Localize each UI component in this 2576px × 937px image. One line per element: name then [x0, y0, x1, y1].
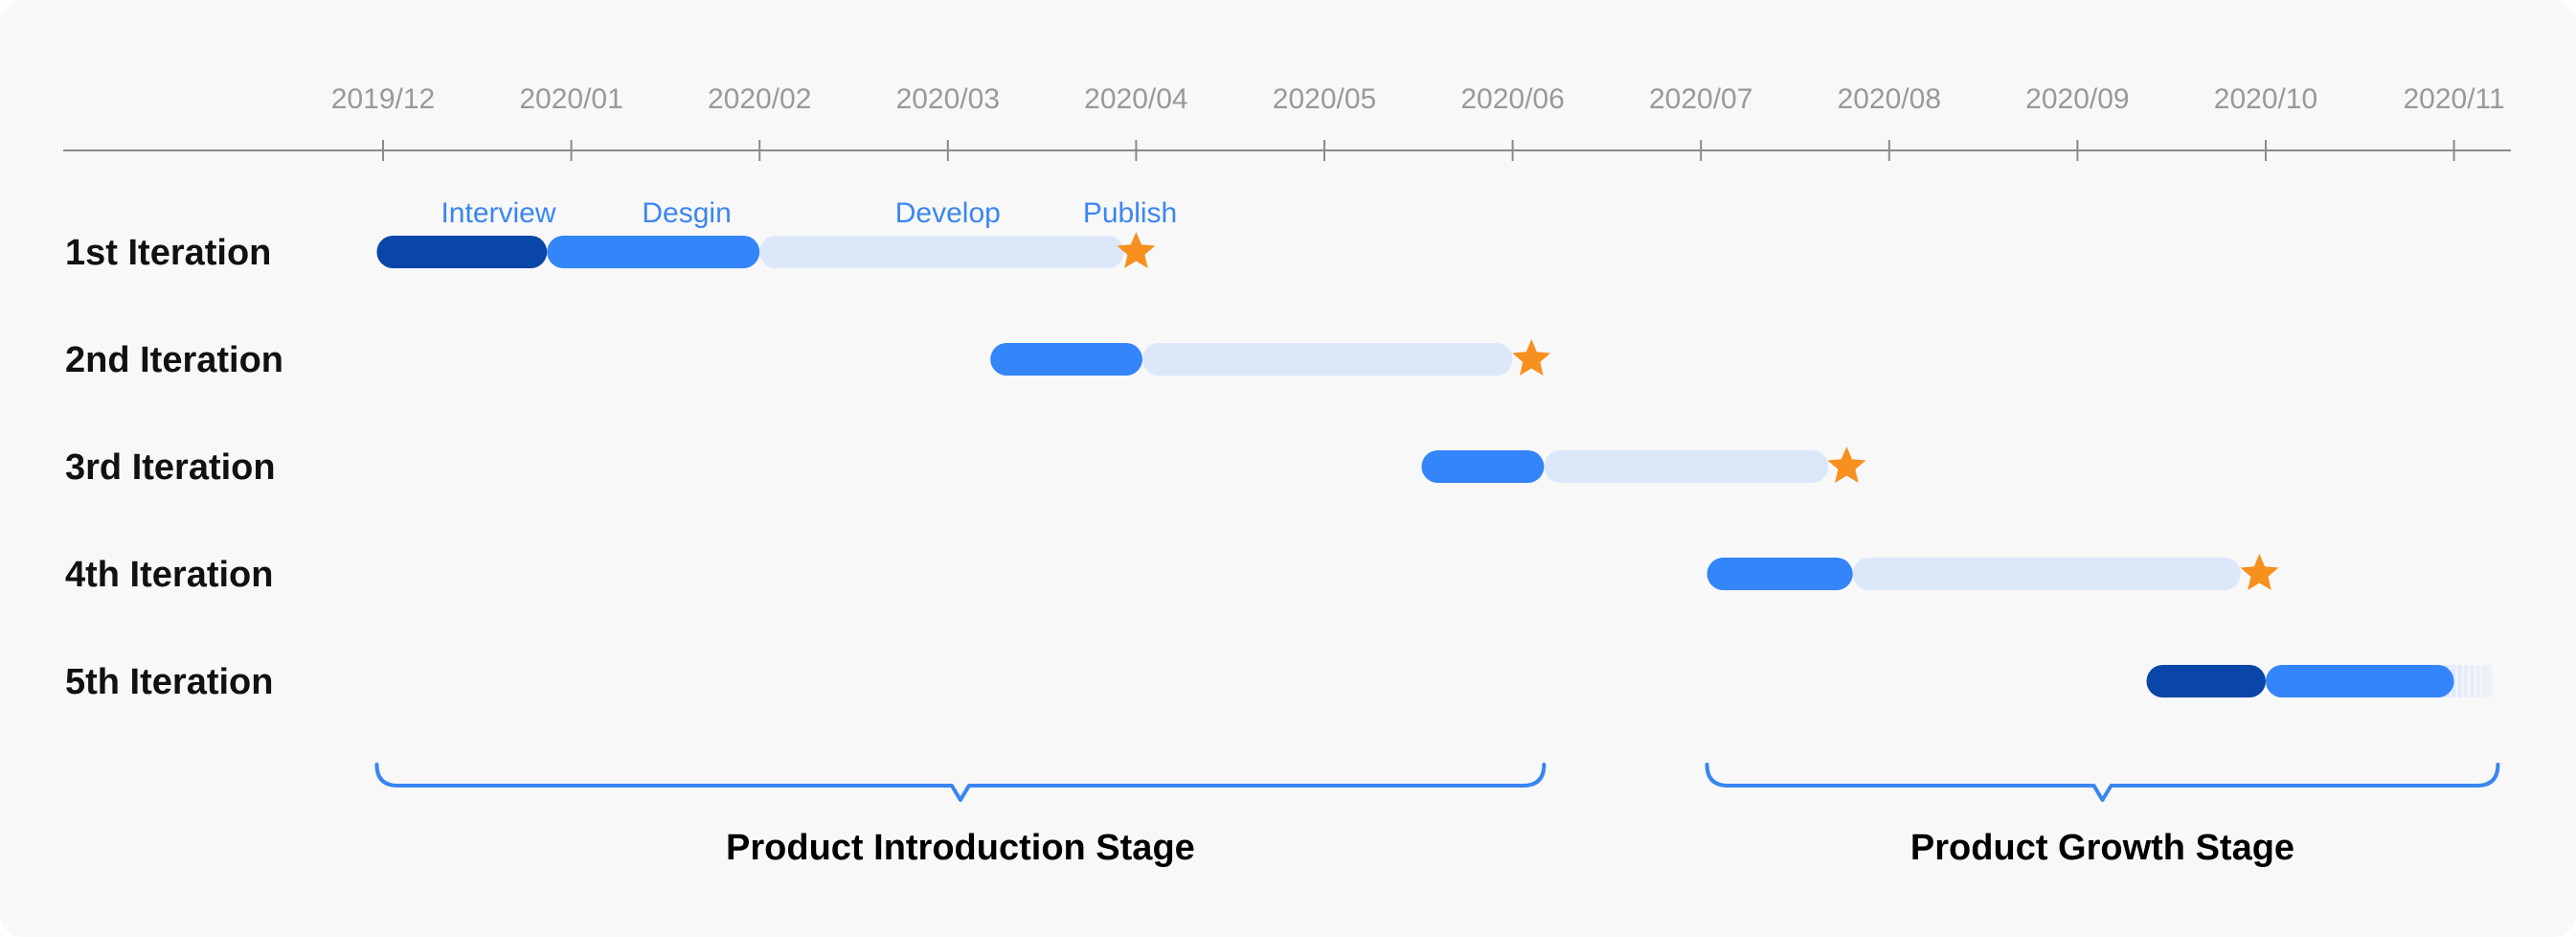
- iteration-row: 2nd Iteration: [65, 339, 1551, 380]
- iteration-row: 5th Iteration: [65, 662, 2492, 702]
- publish-star-icon: [1512, 339, 1551, 376]
- stage-brace: [1705, 763, 2500, 802]
- axis-tick-label: 2020/02: [708, 83, 811, 115]
- axis-tick-label: 2020/05: [1273, 83, 1376, 115]
- axis-tick-label: 2019/12: [331, 83, 435, 115]
- stage-label: Product Introduction Stage: [726, 828, 1195, 868]
- axis-tick-label: 2020/03: [896, 83, 1000, 115]
- iteration-label: 3rd Iteration: [65, 447, 276, 488]
- iteration-label: 2nd Iteration: [65, 340, 283, 380]
- bar-design: [1706, 558, 1853, 590]
- axis-tick-label: 2020/08: [1838, 83, 1941, 115]
- bar-interview: [2146, 665, 2266, 697]
- iteration-label: 5th Iteration: [65, 662, 273, 702]
- phase-label-interview: Interview: [441, 197, 555, 229]
- axis-tick-label: 2020/10: [2214, 83, 2317, 115]
- axis-tick-label: 2020/09: [2025, 83, 2129, 115]
- iteration-row: 1st Iteration: [65, 232, 1156, 273]
- phase-label-develop: Develop: [895, 197, 1001, 229]
- publish-star-icon: [1827, 446, 1866, 483]
- axis-tick-label: 2020/06: [1460, 83, 1564, 115]
- iteration-row: 3rd Iteration: [65, 446, 1866, 488]
- iteration-label: 4th Iteration: [65, 555, 273, 595]
- bar-develop: [1852, 558, 2241, 590]
- stage-label: Product Growth Stage: [1910, 828, 2294, 868]
- axis-tick-label: 2020/04: [1084, 83, 1187, 115]
- axis-tick-label: 2020/07: [1649, 83, 1752, 115]
- axis-tick-label: 2020/01: [519, 83, 622, 115]
- phase-label-publish: Publish: [1083, 197, 1177, 229]
- bar-interview: [376, 236, 548, 268]
- stage-brace: [374, 763, 1547, 802]
- bar-develop: [759, 236, 1124, 268]
- stage-bracket: Product Growth Stage: [1705, 763, 2500, 868]
- publish-star-icon: [2240, 554, 2279, 590]
- iteration-rows: 1st Iteration 2nd Iteration 3rd Iteration 4…: [65, 232, 2492, 702]
- time-axis: 2019/12 2020/01 2020/02 2020/03 2020/04 2020/…: [63, 83, 2511, 161]
- bar-develop: [1141, 343, 1513, 376]
- bar-develop: [1544, 450, 1829, 483]
- phase-legend: Interview Desgin Develop Publish: [441, 197, 1177, 229]
- axis-tick-label: 2020/11: [2403, 83, 2504, 115]
- bar-design: [1421, 450, 1545, 483]
- iteration-label: 1st Iteration: [65, 233, 271, 273]
- publish-star-icon: [1117, 232, 1156, 268]
- stage-brackets: Product Introduction Stage Product Growth…: [374, 763, 2500, 868]
- phase-label-design: Desgin: [642, 197, 731, 229]
- iteration-row: 4th Iteration: [65, 554, 2279, 595]
- bar-design: [990, 343, 1142, 376]
- bar-design: [2266, 665, 2454, 697]
- bar-design: [547, 236, 760, 268]
- stage-bracket: Product Introduction Stage: [374, 763, 1547, 868]
